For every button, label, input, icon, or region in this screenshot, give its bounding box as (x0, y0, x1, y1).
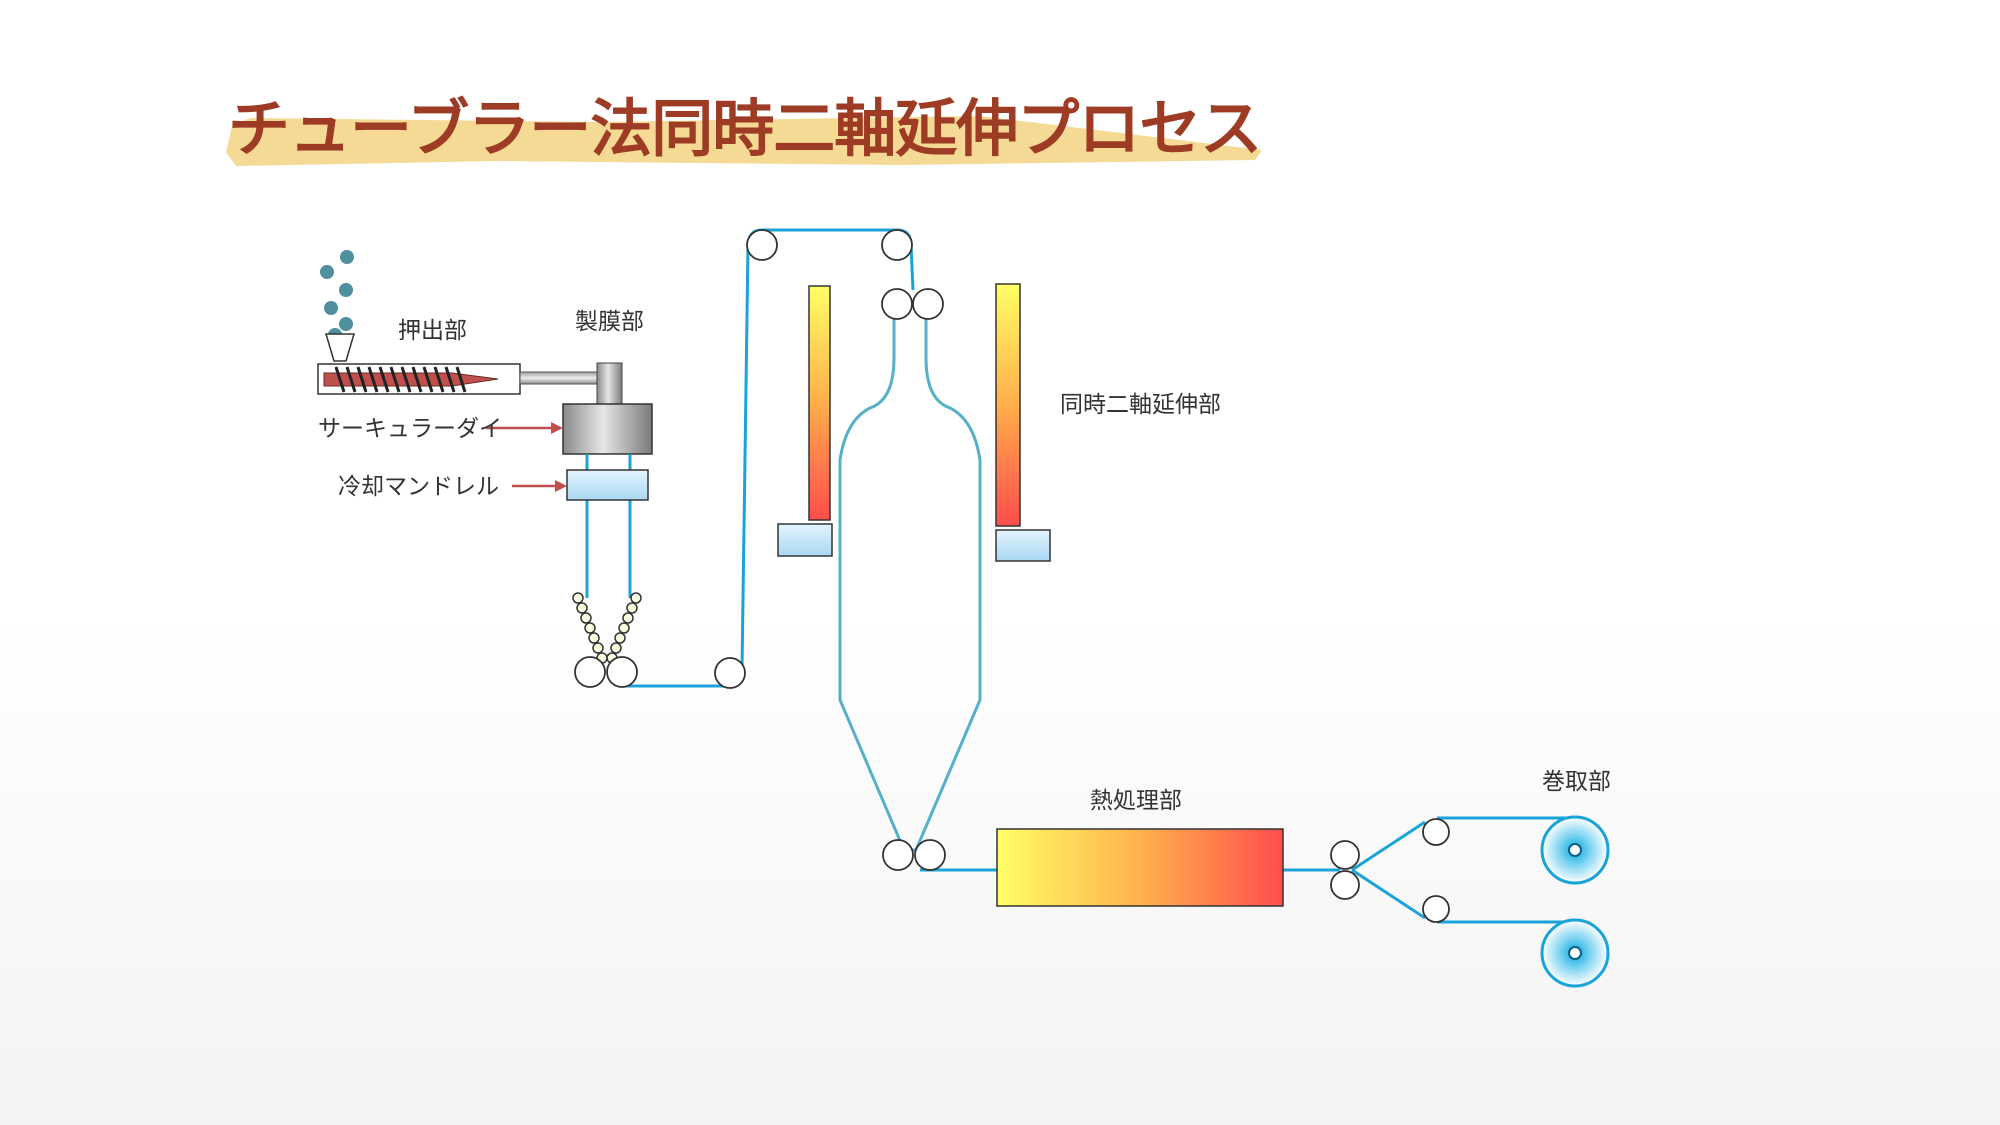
air-ring-left (777, 523, 833, 557)
nip-roll (882, 839, 914, 871)
guide-roll (1422, 818, 1450, 846)
stretch-heater-right (995, 283, 1021, 527)
die-stem (596, 362, 623, 406)
film-path (585, 228, 1568, 924)
label-cooling-mandrel: 冷却マンドレル (338, 474, 499, 500)
guide-roll (1422, 895, 1450, 923)
label-winding: 巻取部 (1542, 769, 1611, 795)
guide-rolls (574, 229, 1450, 923)
nip-roll (881, 288, 913, 320)
circular-die (562, 403, 653, 455)
guide-roll (714, 657, 746, 689)
pellets (320, 250, 354, 342)
hopper (324, 333, 356, 362)
stretching-bubble (838, 312, 982, 852)
heat-treatment-oven (996, 828, 1284, 907)
label-extruder: 押出部 (398, 318, 467, 344)
title-highlight (226, 116, 1262, 166)
nip-roll (914, 839, 946, 871)
label-film-forming: 製膜部 (575, 309, 644, 335)
cooling-rollers (572, 592, 642, 664)
label-arrows (486, 422, 567, 492)
nip-roll (912, 288, 944, 320)
cooling-mandrel (566, 469, 649, 501)
extruder (317, 363, 521, 395)
guide-roll (746, 229, 778, 261)
nip-roll (574, 656, 606, 688)
nip-roll (606, 656, 638, 688)
page-title: チューブラー法同時二軸延伸プロセス (228, 92, 1261, 165)
air-ring-right (995, 529, 1051, 562)
guide-roll (881, 229, 913, 261)
title-group: チューブラー法同時二軸延伸プロセス (226, 92, 1262, 166)
label-heat-treatment: 熱処理部 (1090, 788, 1182, 814)
label-biaxial-stretching: 同時二軸延伸部 (1060, 392, 1221, 418)
label-circular-die: サーキュラーダイ (318, 416, 502, 442)
winding-rolls (1540, 815, 1610, 988)
guide-roll (1330, 870, 1360, 900)
guide-roll (1330, 840, 1360, 870)
stretch-heater-left (808, 285, 831, 521)
melt-pipe (519, 371, 599, 385)
